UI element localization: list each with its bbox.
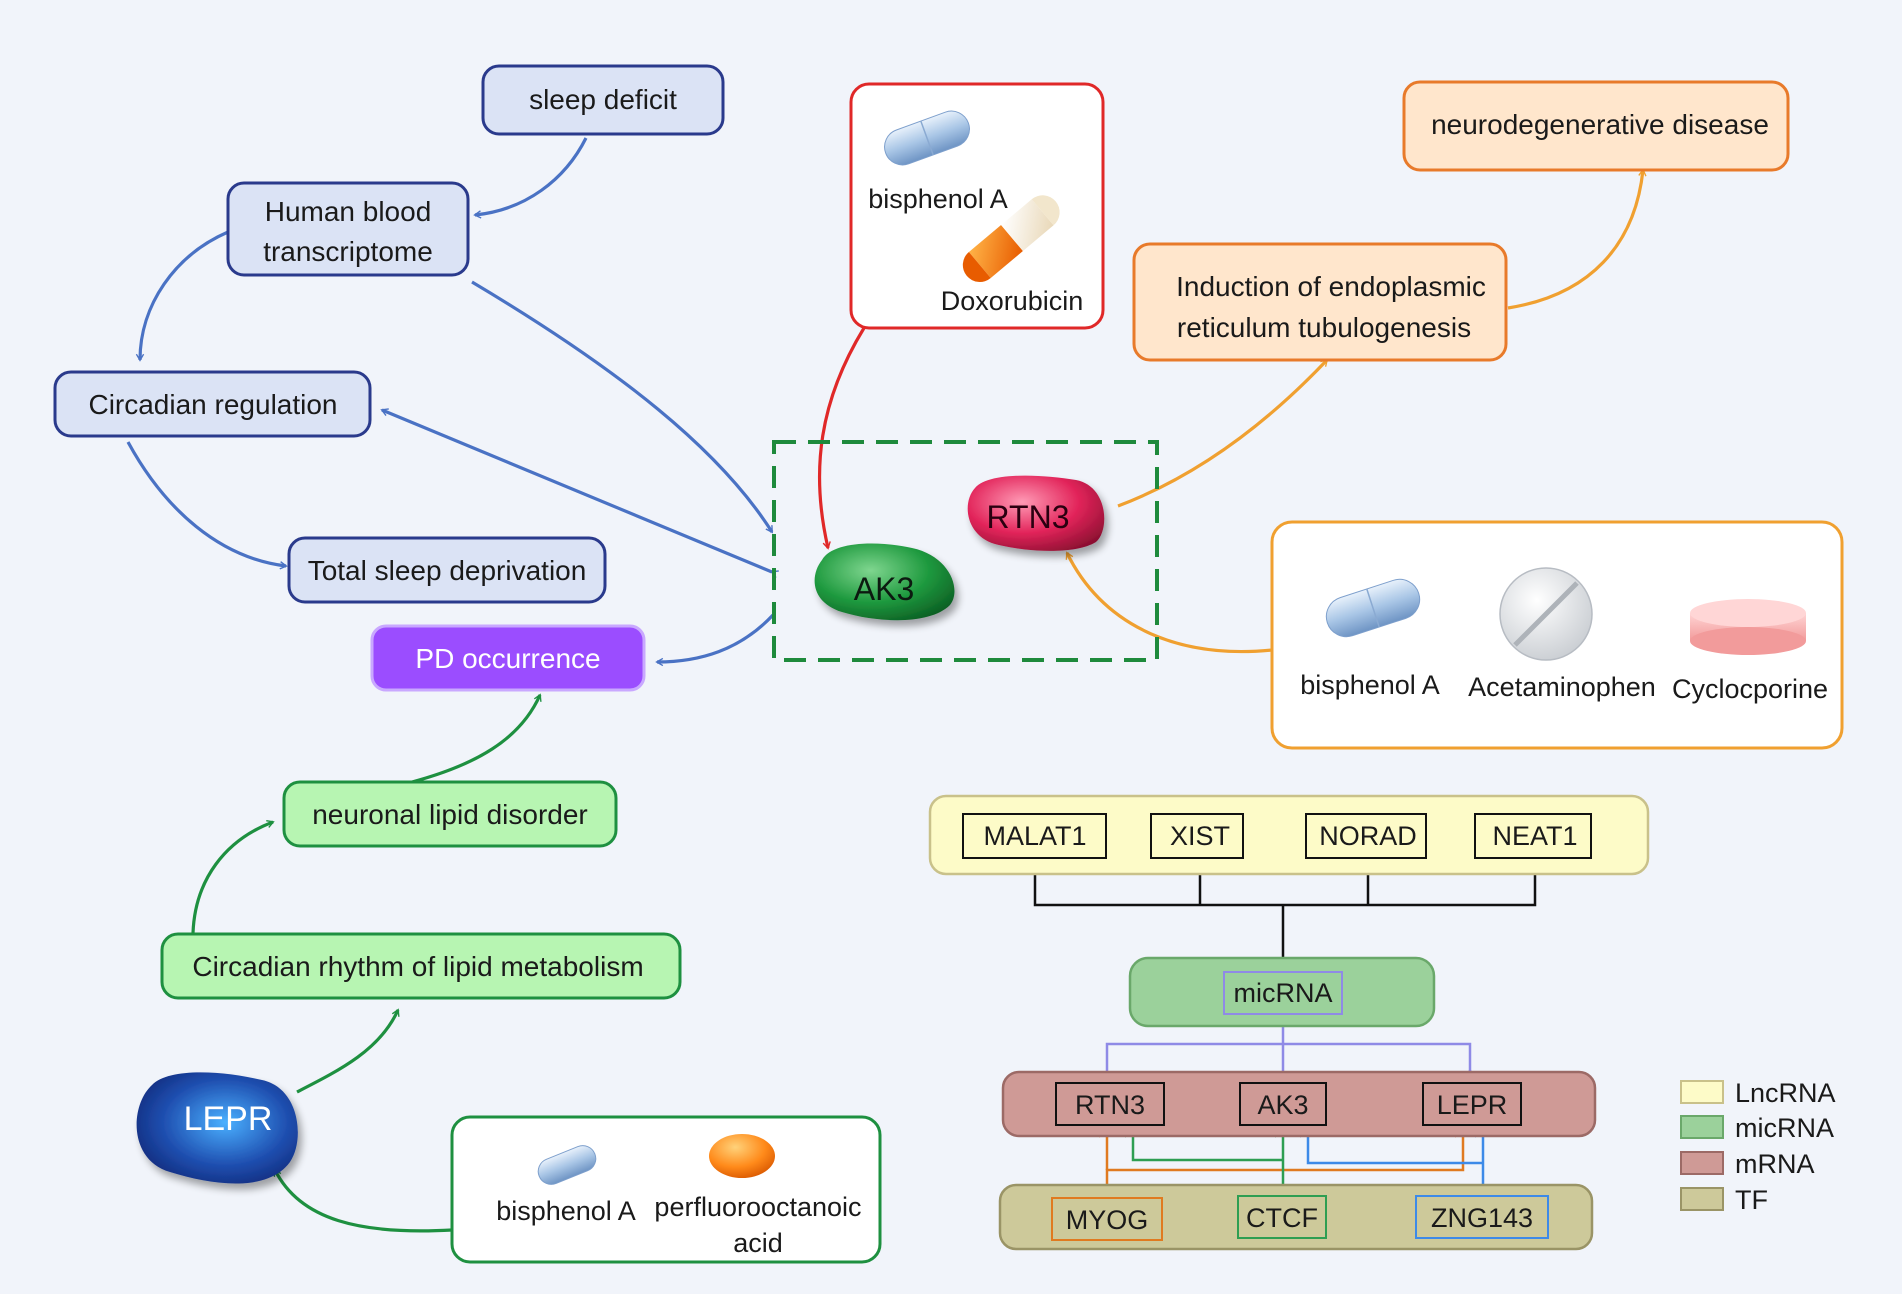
node-human-blood-transcriptome: Human blood transcriptome [226, 181, 470, 277]
transcriptome-label-line2: transcriptome [263, 236, 433, 267]
arrow-lepr-to-circadian-rhythm [296, 1008, 400, 1094]
arrow-drugs-to-rtn3 [1065, 551, 1273, 654]
arrow-transcriptome-to-circadian [135, 230, 229, 362]
arrow-circadian-to-total-sleep-deprivation [126, 441, 288, 570]
node-pd-occurrence: PD occurrence [370, 624, 646, 692]
lepr-drug-label-pfoa-line2: acid [733, 1228, 783, 1258]
tf-myog: MYOG [1066, 1205, 1149, 1235]
arrow-drugs-to-ak3 [817, 327, 866, 550]
lncrna-xist: XIST [1170, 821, 1230, 851]
mrna-ak3: AK3 [1257, 1090, 1308, 1120]
node-er-tubulogenesis: Induction of endoplasmic reticulum tubul… [1132, 242, 1508, 362]
bisphenol-a-pill-icon [884, 110, 970, 166]
circadian-rhythm-lipid-label: Circadian rhythm of lipid metabolism [192, 951, 643, 982]
pd-occurrence-label: PD occurrence [415, 643, 600, 674]
node-total-sleep-deprivation: Total sleep deprivation [287, 536, 607, 604]
legend-mrna: mRNA [1735, 1149, 1815, 1179]
lepr-drug-label-bisphenol: bisphenol A [496, 1196, 636, 1226]
node-lepr [136, 1072, 298, 1184]
tf-zng143: ZNG143 [1431, 1203, 1533, 1233]
node-sleep-deficit: sleep deficit [481, 64, 725, 136]
bisphenol-a-pill-icon [537, 1145, 597, 1185]
green-arrows [191, 693, 542, 1233]
arrow-er-to-neurodegenerative [1507, 168, 1647, 310]
core-genes-dashed-box [772, 440, 1159, 662]
transcriptome-label-line1: Human blood [265, 196, 432, 227]
rtn3-label: RTN3 [987, 499, 1070, 535]
cyclocporine-pink-tablet-icon [1690, 599, 1806, 655]
network-mrna-band: RTN3 AK3 LEPR [1001, 1070, 1597, 1138]
er-tubulogenesis-label-line1: Induction of endoplasmic [1176, 271, 1486, 302]
tf-ctcf: CTCF [1246, 1203, 1318, 1233]
arrow-transcriptome-to-ak3 [471, 280, 774, 534]
ak3-drugs-box: bisphenol A Doxorubicin [849, 82, 1105, 330]
node-ak3 [814, 543, 955, 621]
arrow-lipid-disorder-to-pd [411, 693, 542, 784]
network-tf-band: MYOG CTCF ZNG143 [998, 1183, 1594, 1251]
blue-arrows [126, 137, 779, 667]
lncrna-norad: NORAD [1319, 821, 1417, 851]
bisphenol-a-pill-icon [1325, 578, 1421, 638]
circadian-regulation-label: Circadian regulation [88, 389, 337, 420]
mrna-rtn3: RTN3 [1075, 1090, 1145, 1120]
ak3-drug-label-doxorubicin: Doxorubicin [941, 286, 1084, 316]
arrow-drugs-to-lepr [273, 1168, 453, 1233]
neurodegenerative-disease-label: neurodegenerative disease [1431, 109, 1769, 140]
lncrna-malat1: MALAT1 [983, 821, 1086, 851]
arrow-ak3-circadian-bidirectional [380, 408, 779, 578]
neuronal-lipid-disorder-label: neuronal lipid disorder [312, 799, 588, 830]
node-neurodegenerative-disease: neurodegenerative disease [1402, 80, 1790, 172]
legend-lncrna: LncRNA [1735, 1078, 1836, 1108]
arrow-rtn3-to-er-tubulogenesis [1117, 358, 1329, 508]
lepr-label: LEPR [184, 1100, 273, 1138]
mrna-lepr: LEPR [1437, 1090, 1508, 1120]
rtn3-drugs-box: bisphenol A Acetaminophen Cyclocporine [1270, 520, 1844, 750]
network-micrna-band: micRNA [1128, 956, 1436, 1028]
rtn3-drug-label-acetaminophen: Acetaminophen [1468, 672, 1656, 702]
legend-micrna: micRNA [1735, 1113, 1834, 1143]
lepr-drugs-box: bisphenol A perfluorooctanoic acid [450, 1115, 882, 1264]
rtn3-drug-label-cyclocporine: Cyclocporine [1672, 674, 1828, 704]
ak3-drug-label-bisphenol: bisphenol A [868, 184, 1008, 214]
lncrna-neat1: NEAT1 [1492, 821, 1577, 851]
rtn3-drug-label-bisphenol: bisphenol A [1300, 670, 1440, 700]
perfluorooctanoic-acid-ball-icon [709, 1134, 775, 1178]
micrna-label: micRNA [1234, 978, 1333, 1008]
arrow-circadian-rhythm-to-lipid-disorder [191, 820, 275, 934]
node-circadian-regulation: Circadian regulation [53, 370, 372, 438]
orange-arrows [1065, 168, 1647, 654]
doxorubicin-capsule-icon [962, 195, 1060, 282]
node-rtn3 [967, 475, 1105, 551]
er-tubulogenesis-label-line2: reticulum tubulogenesis [1177, 312, 1471, 343]
legend-tf: TF [1735, 1185, 1768, 1215]
arrow-sleep-deficit-to-transcriptome [473, 137, 588, 219]
lepr-drug-label-pfoa-line1: perfluorooctanoic [654, 1192, 861, 1222]
ak3-label: AK3 [854, 571, 914, 607]
sleep-deficit-label: sleep deficit [529, 84, 677, 115]
arrow-ak3-to-pd-occurrence [655, 613, 775, 667]
acetaminophen-tablet-icon [1499, 567, 1593, 661]
total-sleep-deprivation-label: Total sleep deprivation [308, 555, 587, 586]
node-neuronal-lipid-disorder: neuronal lipid disorder [282, 780, 618, 848]
legend: LncRNA micRNA mRNA TF [1680, 1078, 1836, 1215]
node-circadian-rhythm-lipid: Circadian rhythm of lipid metabolism [160, 932, 682, 1000]
network-lncrna-band: MALAT1 XIST NORAD NEAT1 [928, 794, 1650, 876]
